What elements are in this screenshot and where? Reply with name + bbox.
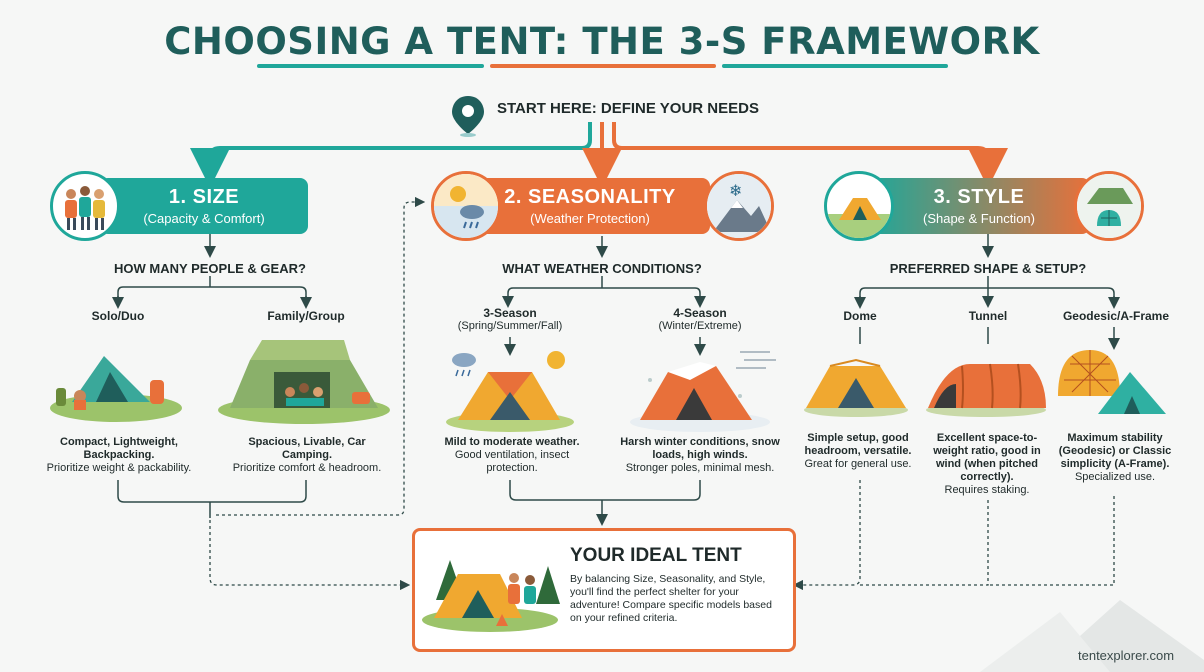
svg-text:❄: ❄ — [729, 181, 742, 200]
style-option-dome: Dome — [843, 309, 877, 323]
sun-rain-icon — [431, 171, 501, 241]
title-underline-orange — [490, 64, 716, 68]
style-geodesic-desc-text: Specialized use. — [1074, 471, 1156, 483]
style-subtitle: (Shape & Function) — [922, 211, 1035, 226]
style-tunnel-desc-bold: Excellent space-to-weight ratio, good in… — [933, 432, 1041, 483]
style-option-geodesic: Geodesic/A-Frame — [1062, 309, 1170, 323]
geodesic-tent-icon — [1074, 171, 1144, 241]
season-4season-desc: Harsh winter conditions, snow loads, hig… — [620, 436, 780, 475]
size-header: 1. SIZE (Capacity & Comfort) — [100, 178, 308, 234]
style-geodesic-desc-bold: Maximum stability (Geodesic) or Classic … — [1058, 432, 1172, 470]
season-title: 2. SEASONALITY — [504, 186, 676, 208]
size-question: HOW MANY PEOPLE & GEAR? — [114, 261, 306, 276]
style-tunnel-desc: Excellent space-to-weight ratio, good in… — [928, 432, 1046, 497]
size-family-desc-bold: Spacious, Livable, Car Camping. — [248, 436, 366, 461]
size-family-desc-text: Prioritize comfort & headroom. — [232, 462, 382, 474]
style-geodesic-desc: Maximum stability (Geodesic) or Classic … — [1056, 432, 1174, 484]
season-3season-desc-text: Good ventilation, insect protection. — [454, 449, 570, 474]
ideal-body: By balancing Size, Seasonality, and Styl… — [570, 573, 772, 624]
size-group-icon — [50, 171, 120, 241]
style-dome-desc: Simple setup, good headroom, versatile. … — [800, 432, 916, 471]
style-title: 3. STYLE — [933, 186, 1025, 208]
season-header: 2. SEASONALITY (Weather Protection) — [470, 178, 710, 234]
size-solo-desc-text: Prioritize weight & packability. — [46, 462, 192, 474]
season-option-4season-sub: (Winter/Extreme) — [658, 320, 742, 332]
season-question: WHAT WEATHER CONDITIONS? — [502, 261, 702, 276]
style-question: PREFERRED SHAPE & SETUP? — [889, 261, 1087, 276]
season-option-3season: 3-Season — [483, 306, 537, 320]
start-label: START HERE: DEFINE YOUR NEEDS — [497, 100, 759, 117]
style-header: 3. STYLE (Shape & Function) — [868, 178, 1090, 234]
ideal-title: YOUR IDEAL TENT — [570, 545, 742, 566]
title-underline-teal — [257, 64, 484, 68]
season-subtitle: (Weather Protection) — [530, 211, 650, 226]
dome-tent-icon — [824, 171, 894, 241]
season-4season-desc-text: Stronger poles, minimal mesh. — [625, 462, 775, 474]
style-dome-desc-bold: Simple setup, good headroom, versatile. — [804, 432, 912, 457]
season-4season-desc-bold: Harsh winter conditions, snow loads, hig… — [620, 436, 780, 461]
title-underline-mixed — [722, 64, 948, 68]
size-subtitle: (Capacity & Comfort) — [143, 211, 265, 226]
credit-link[interactable]: tentexplorer.com — [1078, 648, 1175, 663]
size-title: 1. SIZE — [168, 186, 240, 208]
style-dome-desc-text: Great for general use. — [804, 458, 912, 470]
season-option-3season-sub: (Spring/Summer/Fall) — [457, 320, 563, 332]
map-pin-icon — [452, 96, 484, 137]
size-solo-desc: Compact, Lightweight, Backpacking. Prior… — [34, 436, 204, 475]
page-title: CHOOSING A TENT: THE 3-S FRAMEWORK — [164, 20, 1040, 63]
style-tunnel-desc-text: Requires staking. — [944, 484, 1030, 496]
snow-mountain-icon: ❄ — [704, 171, 774, 241]
style-option-tunnel: Tunnel — [968, 309, 1008, 323]
size-family-desc: Spacious, Livable, Car Camping. Prioriti… — [222, 436, 392, 475]
size-option-family: Family/Group — [267, 309, 345, 323]
season-3season-desc: Mild to moderate weather. Good ventilati… — [428, 436, 596, 475]
season-option-4season: 4-Season — [673, 306, 727, 320]
season-3season-desc-bold: Mild to moderate weather. — [444, 436, 580, 448]
size-solo-desc-bold: Compact, Lightweight, Backpacking. — [60, 436, 178, 461]
size-option-solo: Solo/Duo — [91, 309, 145, 323]
